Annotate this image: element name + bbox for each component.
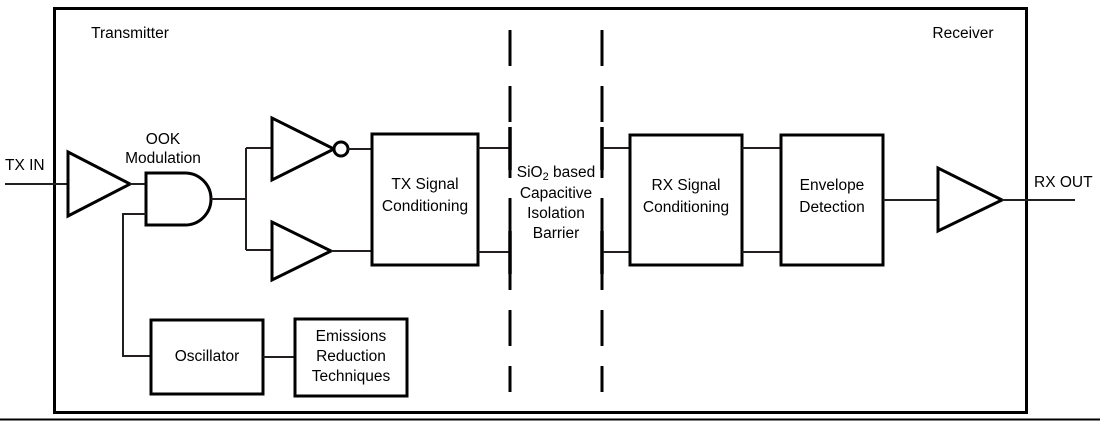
and-gate (144, 171, 213, 227)
rx-signal-conditioning-label-line2: Conditioning (643, 199, 729, 216)
envelope-detection-label-line2: Detection (799, 199, 864, 216)
emissions-label-line1: Emissions (316, 328, 387, 345)
envelope-detection-label-line1: Envelope (800, 177, 865, 194)
tx-signal-conditioning-block (370, 132, 480, 267)
rx-signal-conditioning-label-line1: RX Signal (652, 177, 721, 194)
tx-signal-conditioning-label-line2: Conditioning (382, 198, 468, 215)
rx-signal-conditioning-block (628, 133, 744, 267)
tx-signal-conditioning-label-line1: TX Signal (391, 176, 458, 193)
barrier-label-line3: Isolation (527, 205, 585, 222)
barrier-label-line4: Barrier (533, 225, 580, 242)
emissions-reduction-block (293, 317, 409, 398)
transmitter-label: Transmitter (91, 25, 169, 42)
barrier-label-line2: Capacitive (520, 185, 592, 202)
output-buffer (936, 165, 1006, 234)
inverting-driver (270, 115, 338, 183)
ook-label-line2: Modulation (125, 150, 201, 167)
barrier-sio2-text: SiO (517, 164, 543, 181)
ook-label-line1: OOK (146, 131, 181, 148)
oscillator-block (149, 318, 265, 396)
oscillator-to-and-wire (122, 213, 151, 357)
rx-out-label: RX OUT (1034, 174, 1093, 191)
receiver-label: Receiver (932, 25, 993, 42)
non-inverting-driver (270, 219, 335, 283)
chip-outline (53, 7, 1028, 414)
barrier-based-text: based (549, 164, 596, 181)
barrier-sio2-subscript: 2 (543, 171, 549, 183)
barrier-label-line1: SiO2 based (517, 164, 596, 183)
oscillator-label: Oscillator (175, 348, 240, 365)
input-buffer (66, 149, 134, 219)
tx-in-label: TX IN (5, 157, 45, 174)
emissions-label-line2: Reduction (316, 348, 386, 365)
emissions-label-line3: Techniques (312, 368, 391, 385)
inverter-bubble-icon (332, 140, 350, 158)
